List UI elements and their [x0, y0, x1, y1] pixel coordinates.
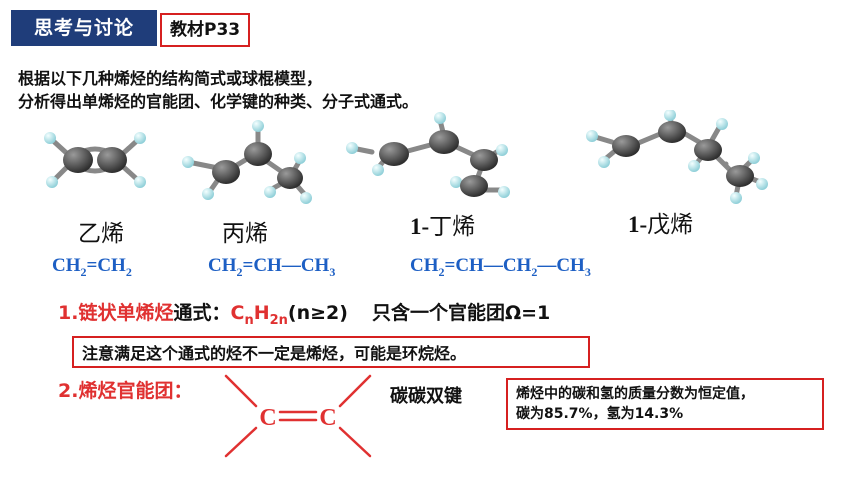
butene-model — [346, 112, 510, 198]
functional-group-label: 2.烯烃官能团： — [58, 380, 193, 402]
note-box: 注意满足这个通式的烃不一定是烯烃，可能是环烷烃。 — [72, 336, 590, 368]
mass-fraction-box: 烯烃中的碳和氢的质量分数为恒定值， 碳为85.7%，氢为14.3% — [506, 378, 824, 430]
propene-model — [182, 120, 312, 204]
molecule-name-ethene: 乙烯 — [78, 221, 124, 247]
molecule-name-butene: 1-丁烯 — [410, 207, 475, 241]
formula-butene: CH2=CH—CH2—CH3 — [410, 255, 591, 279]
molecule-name-propene: 丙烯 — [222, 221, 268, 247]
molecule-name-pentene: 1-戊烯 — [628, 205, 693, 239]
bond-name: 碳碳双键 — [390, 386, 462, 407]
molecule-name-text: 戊烯 — [647, 212, 694, 238]
rule-number: 1. — [58, 302, 79, 324]
formula-ethene: CH2=CH2 — [52, 255, 132, 279]
rule-mid: 通式： — [173, 302, 231, 324]
ball-stick-models — [44, 110, 768, 204]
rule-label: 链状单烯烃 — [78, 302, 174, 324]
formula-propene: CH2=CH—CH3 — [208, 255, 336, 279]
formula-c: C — [230, 302, 245, 324]
general-formula-line: 1.链状单烯烃通式：CnH2n(n≥2) 只含一个官能团Ω=1 — [58, 298, 550, 328]
rule-tail: 只含一个官能团Ω=1 — [371, 302, 551, 324]
molecule-name-text: 丁烯 — [429, 214, 476, 240]
molecule-prefix: 1- — [410, 214, 430, 239]
formula-2n: 2n — [269, 312, 288, 328]
mass-line-1: 烯烃中的碳和氢的质量分数为恒定值， — [516, 386, 754, 402]
formula-condition: (n≥2) — [287, 302, 348, 324]
double-bond-diagram: C C — [224, 374, 372, 458]
section-tag: 思考与讨论 — [11, 10, 157, 46]
ethene-model — [44, 132, 146, 188]
carbon-atom-right: C — [319, 405, 336, 431]
intro-line-2: 分析得出单烯烃的官能团、化学键的种类、分子式通式。 — [18, 92, 419, 111]
molecule-prefix: 1- — [628, 212, 648, 237]
carbon-atom-left: C — [259, 405, 276, 431]
pentene-model — [586, 110, 768, 204]
formula-h: H — [253, 302, 270, 324]
mass-line-2: 碳为85.7%，氢为14.3% — [516, 406, 684, 422]
formula-n: n — [244, 312, 254, 328]
intro-line-1: 根据以下几种烯烃的结构简式或球棍模型， — [18, 69, 323, 88]
textbook-ref: 教材P33 — [160, 13, 251, 47]
